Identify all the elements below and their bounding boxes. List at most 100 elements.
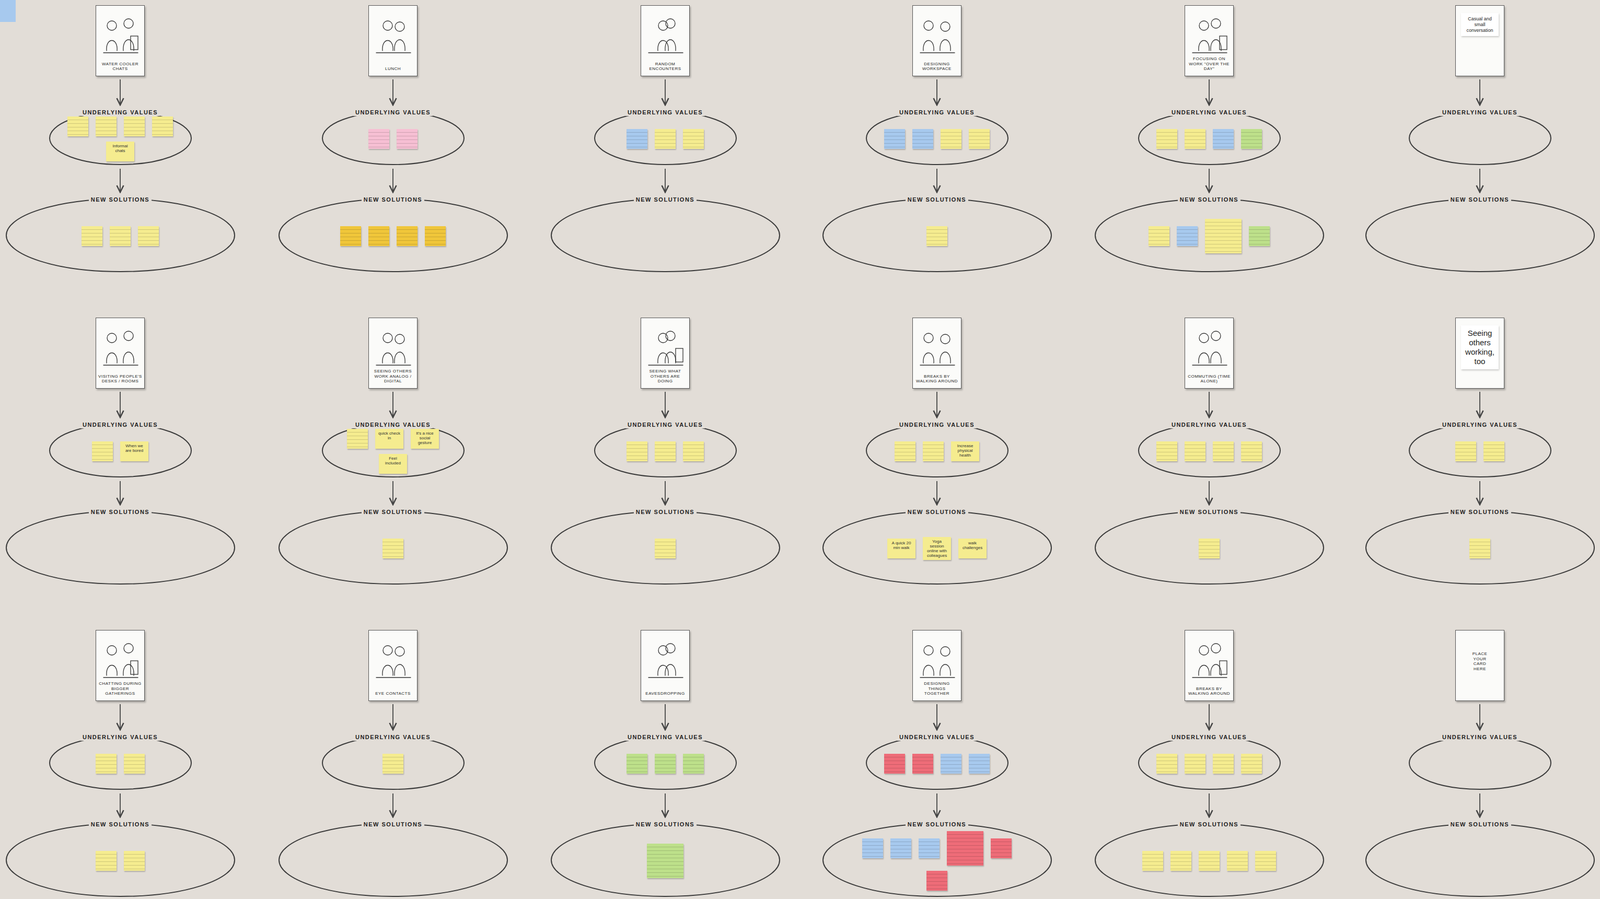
sticky-area <box>1394 206 1565 266</box>
heading-text: NEW SOLUTIONS <box>1448 195 1512 204</box>
values-ellipse: UNDERLYING VALUES <box>1408 419 1552 479</box>
ellipse-heading: UNDERLYING VALUES <box>321 732 466 742</box>
heading-text: NEW SOLUTIONS <box>1177 508 1241 516</box>
sticky-note <box>912 754 934 774</box>
sticky-area <box>580 519 751 578</box>
flow-arrow <box>664 704 666 730</box>
card-sketch <box>368 5 419 77</box>
sticky-area <box>1123 206 1295 266</box>
flow-arrow <box>936 704 938 730</box>
ellipse-heading: NEW SOLUTIONS <box>5 194 236 204</box>
solutions-ellipse: NEW SOLUTIONS <box>1364 506 1596 586</box>
ellipse-heading: UNDERLYING VALUES <box>593 419 738 430</box>
heading-text: NEW SOLUTIONS <box>633 508 697 516</box>
sticky-note <box>95 754 117 774</box>
card-label: LUNCH <box>370 66 415 72</box>
card-label: EYE CONTACTS <box>370 691 415 697</box>
solutions-ellipse: NEW SOLUTIONS <box>550 506 781 586</box>
sticky-note <box>152 116 173 137</box>
solutions-ellipse: NEW SOLUTIONS <box>1094 194 1325 273</box>
sticky-area <box>1155 744 1263 784</box>
ellipse-heading: UNDERLYING VALUES <box>321 107 466 117</box>
ellipse-heading: NEW SOLUTIONS <box>5 506 236 517</box>
ellipse-heading: NEW SOLUTIONS <box>1364 506 1596 517</box>
flow-arrow <box>1208 391 1210 418</box>
heading-text: NEW SOLUTIONS <box>1177 195 1241 204</box>
ellipse-heading: NEW SOLUTIONS <box>1094 819 1325 829</box>
sticky-note <box>654 441 676 462</box>
heading-text: NEW SOLUTIONS <box>1177 820 1241 829</box>
card-label: PLACE YOUR CARD HERE <box>1467 651 1493 672</box>
sticky-area <box>307 831 479 891</box>
ellipse-outline <box>550 194 781 273</box>
values-ellipse: UNDERLYING VALUES <box>865 107 1010 166</box>
heading-text: UNDERLYING VALUES <box>1440 733 1520 741</box>
sticky-note <box>626 441 648 462</box>
solutions-ellipse: NEW SOLUTIONS <box>5 506 236 586</box>
card: WATER COOLER CHATS <box>95 5 145 77</box>
sticky-note <box>1142 851 1164 872</box>
sticky-note <box>1226 851 1248 872</box>
sticky-note <box>1170 851 1192 872</box>
sticky-area <box>339 119 447 159</box>
card: RANDOM ENCOUNTERS <box>640 5 690 77</box>
heading-text: UNDERLYING VALUES <box>1169 733 1249 741</box>
ellipse-heading: NEW SOLUTIONS <box>550 194 781 204</box>
values-ellipse: UNDERLYING VALUES <box>865 732 1010 791</box>
flow-arrow <box>392 481 394 505</box>
ellipse-outline <box>277 194 509 273</box>
sticky-note <box>1184 441 1206 462</box>
sticky-note <box>884 754 906 774</box>
solutions-ellipse: NEW SOLUTIONS <box>550 819 781 898</box>
card-label: SEEING WHAT OTHERS ARE DOING <box>643 368 688 385</box>
card: LUNCH <box>368 5 418 77</box>
card: DESIGNING WORKSPACE <box>912 5 962 77</box>
sticky-note <box>990 838 1012 859</box>
flow-arrow <box>1479 704 1481 730</box>
card-sketch <box>641 630 691 702</box>
sticky-note: It's a nice social gesture <box>410 429 439 449</box>
solutions-ellipse: NEW SOLUTIONS <box>5 194 236 273</box>
card: CHATTING DURING BIGGER GATHERINGS <box>95 630 145 702</box>
flow-arrow <box>1479 391 1481 418</box>
sticky-area: quick check inIt's a nice social gesture… <box>339 432 447 471</box>
heading-text: NEW SOLUTIONS <box>1448 820 1512 829</box>
flow-arrow <box>392 79 394 106</box>
sticky-note <box>396 226 418 247</box>
flow-arrow <box>936 79 938 106</box>
flow-arrow <box>392 391 394 418</box>
card: EYE CONTACTS <box>368 630 418 702</box>
sticky-note <box>1148 226 1170 247</box>
solutions-ellipse: NEW SOLUTIONSA quick 20 min walkYoga ses… <box>821 506 1053 586</box>
ellipse-heading: NEW SOLUTIONS <box>821 506 1053 517</box>
card-label: RANDOM ENCOUNTERS <box>643 61 688 72</box>
sticky-note <box>109 226 131 247</box>
sticky-note <box>682 129 704 149</box>
sticky-area <box>35 831 206 891</box>
sticky-area <box>1155 119 1263 159</box>
sticky-note <box>1184 129 1206 149</box>
ellipse-heading: NEW SOLUTIONS <box>821 194 1053 204</box>
card: Casual and small conversation <box>1455 5 1505 77</box>
values-ellipse: UNDERLYING VALUES <box>593 732 738 791</box>
solutions-ellipse: NEW SOLUTIONS <box>277 194 509 273</box>
values-ellipse: UNDERLYING VALUES <box>1408 732 1552 791</box>
ellipse-heading: NEW SOLUTIONS <box>550 819 781 829</box>
values-ellipse: UNDERLYING VALUESIncrease physical healt… <box>865 419 1010 479</box>
sticky-area <box>35 206 206 266</box>
solutions-ellipse: NEW SOLUTIONS <box>277 819 509 898</box>
ellipse-outline <box>1364 194 1596 273</box>
sticky-note <box>654 129 676 149</box>
sticky-area <box>339 744 447 784</box>
sticky-area <box>307 206 479 266</box>
sticky-note <box>626 754 648 774</box>
sticky-area <box>883 744 991 784</box>
sticky-area: Increase physical health <box>883 432 991 471</box>
sticky-area <box>851 206 1023 266</box>
corner-tab <box>0 0 16 22</box>
values-ellipse: UNDERLYING VALUES <box>321 732 466 791</box>
card-label: WATER COOLER CHATS <box>98 61 143 72</box>
ellipse-heading: NEW SOLUTIONS <box>277 194 509 204</box>
heading-text: NEW SOLUTIONS <box>88 508 152 516</box>
card-label: FOCUSING ON WORK "OVER THE DAY" <box>1187 56 1232 72</box>
